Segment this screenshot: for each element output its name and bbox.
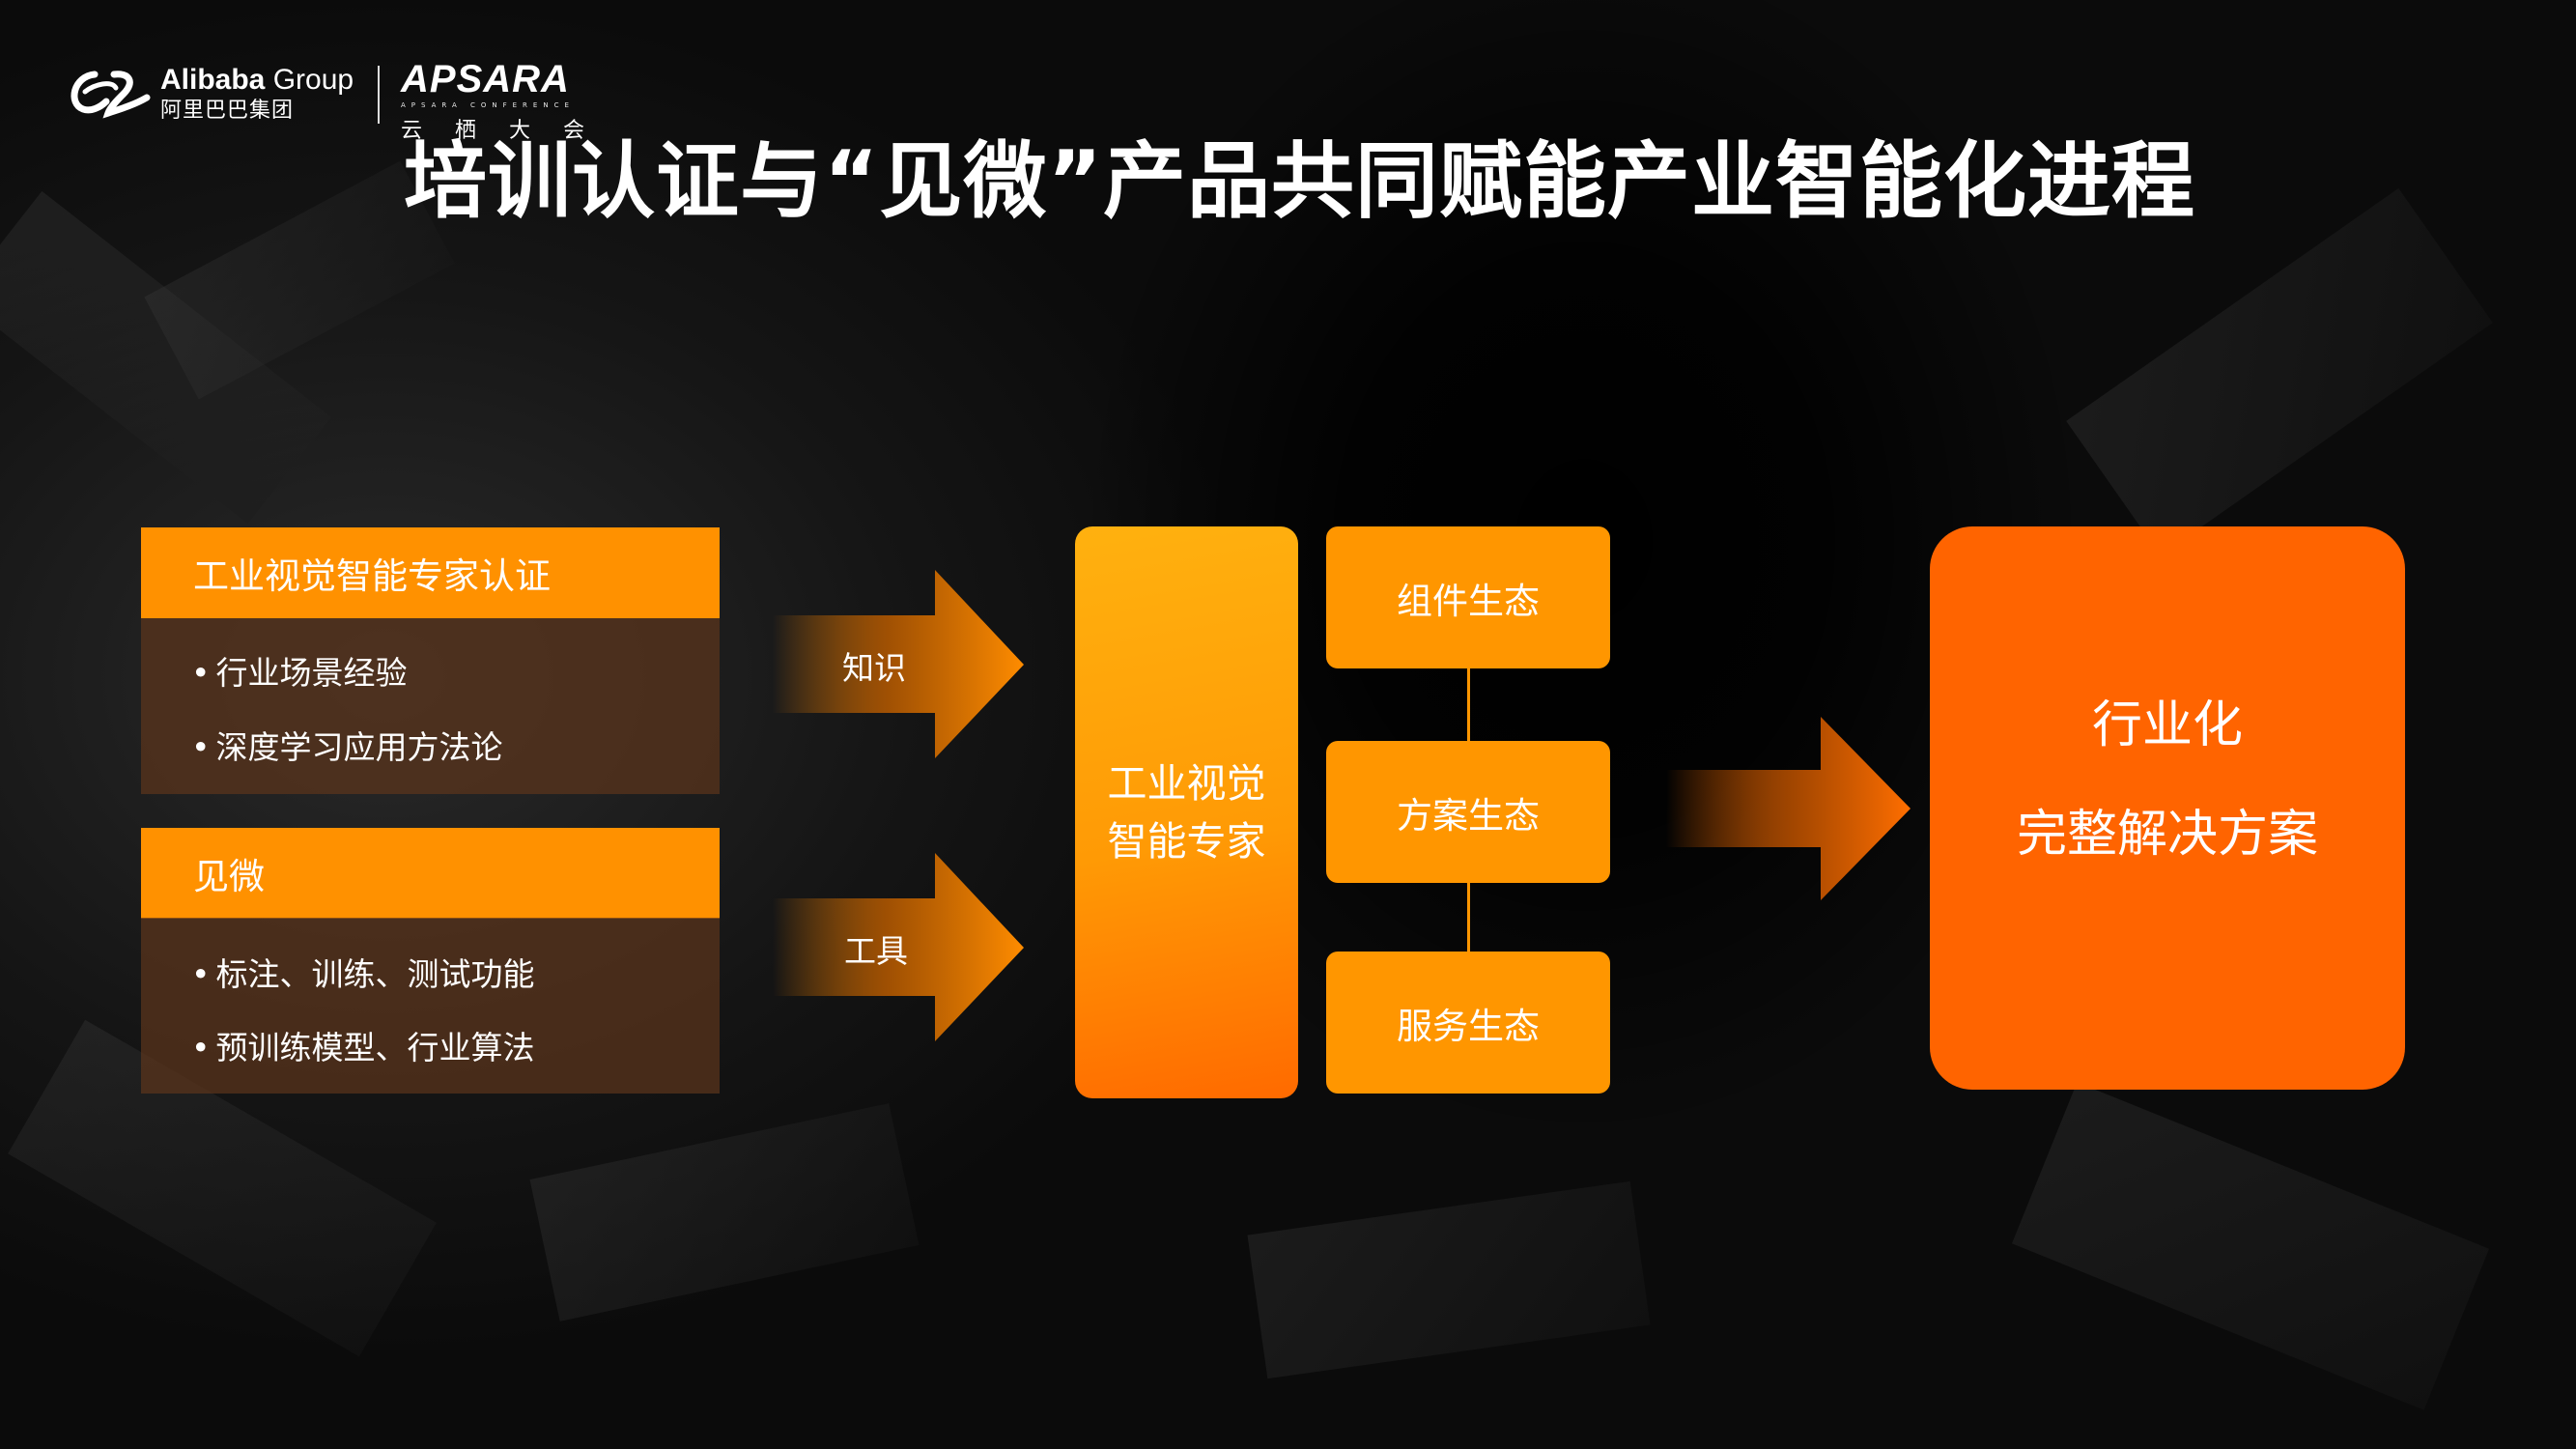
apsara-sub: APSARA CONFERENCE xyxy=(401,101,575,109)
arrow-right-icon xyxy=(1666,717,1911,900)
bullet-item: 行业场景经验 xyxy=(191,647,407,694)
panel-jianwei-header: 见微 xyxy=(141,828,720,919)
bullet-item: 深度学习应用方法论 xyxy=(191,722,502,768)
background-block xyxy=(1247,1180,1651,1379)
panel-certification-header: 工业视觉智能专家认证 xyxy=(141,527,720,618)
slide-title: 培训认证与“见微”产品共同赋能产业智能化进程 xyxy=(404,133,2196,230)
arrow-label-knowledge: 知识 xyxy=(842,649,906,687)
connector-line xyxy=(1467,668,1470,741)
alibaba-en-group: Group xyxy=(265,64,354,96)
bullet-item: 标注、训练、测试功能 xyxy=(191,949,534,995)
alibaba-en-bold: Alibaba xyxy=(160,64,266,96)
result-line-1: 行业化 xyxy=(2091,696,2243,754)
eco-box-solution: 方案生态 xyxy=(1326,741,1610,883)
alibaba-group-logo: Alibaba Group 阿里巴巴集团 xyxy=(66,60,354,128)
center-line-2: 智能专家 xyxy=(1107,818,1266,865)
bullet-item: 预训练模型、行业算法 xyxy=(191,1022,534,1068)
arrow-right-icon xyxy=(773,570,1024,758)
background-block xyxy=(529,1103,920,1321)
center-line-1: 工业视觉 xyxy=(1107,760,1266,807)
result-line-2: 完整解决方案 xyxy=(2016,805,2318,864)
background-block xyxy=(2012,1082,2489,1410)
panel-certification-body: 行业场景经验 深度学习应用方法论 xyxy=(141,618,720,794)
eco-box-component: 组件生态 xyxy=(1326,526,1610,668)
arrow-right-icon xyxy=(773,853,1024,1041)
connector-line xyxy=(1467,882,1470,952)
industry-solution-box: 行业化 完整解决方案 xyxy=(1930,526,2405,1090)
center-expert-box: 工业视觉 智能专家 xyxy=(1075,526,1298,1098)
apsara-cn: 云栖大会 xyxy=(401,119,618,143)
panel-heading: 工业视觉智能专家认证 xyxy=(193,555,551,597)
panel-heading: 见微 xyxy=(193,856,265,897)
alibaba-cn: 阿里巴巴集团 xyxy=(160,99,295,123)
logo-divider xyxy=(378,66,380,124)
eco-box-service: 服务生态 xyxy=(1326,952,1610,1094)
apsara-logo: APSARA APSARA CONFERENCE 云栖大会 xyxy=(401,60,617,144)
panel-jianwei-body: 标注、训练、测试功能 预训练模型、行业算法 xyxy=(141,918,720,1094)
apsara-en: APSARA xyxy=(401,58,570,100)
background-block xyxy=(2066,187,2493,556)
alibaba-smile-icon xyxy=(66,65,153,123)
arrow-label-tools: 工具 xyxy=(844,932,908,970)
